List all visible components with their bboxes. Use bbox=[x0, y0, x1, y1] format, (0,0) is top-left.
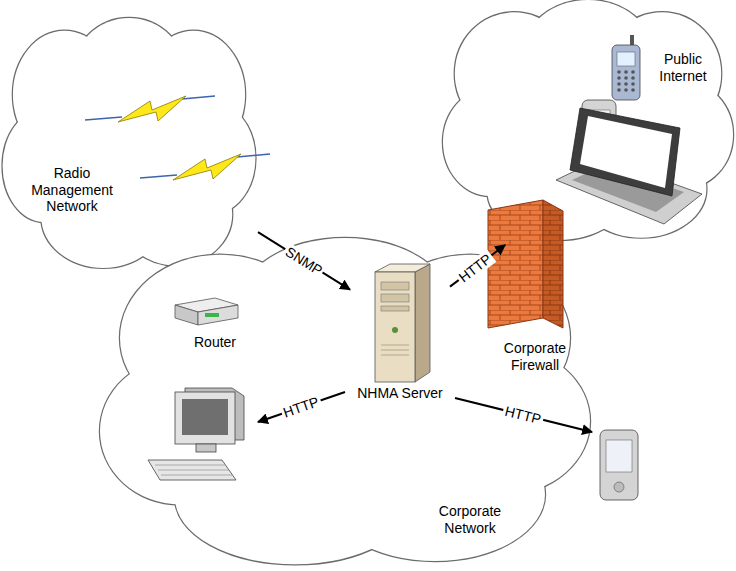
device-node: NHMA Server bbox=[350, 260, 450, 408]
node-label-holder: Router bbox=[194, 334, 236, 351]
pda-icon-part bbox=[606, 440, 632, 472]
protocol-label: HTTP bbox=[279, 393, 323, 421]
device-label: Corporate Firewall bbox=[493, 340, 577, 374]
network-label: Public Internet bbox=[651, 51, 715, 85]
pda-icon bbox=[600, 430, 638, 500]
node-label-holder: NHMA Server bbox=[357, 385, 443, 402]
network-cloud: Corporate Network RouterNHMA Server Corpor… bbox=[95, 238, 595, 571]
device-label: NHMA Server bbox=[357, 385, 443, 402]
network-cloud: Public Internet bbox=[440, 0, 736, 245]
pda-icon-part bbox=[600, 430, 638, 500]
device-label: Router bbox=[194, 334, 236, 351]
protocol-label: SNMP bbox=[281, 242, 327, 279]
network-label: Corporate Network bbox=[429, 503, 511, 537]
pda-icon-part bbox=[614, 482, 624, 492]
label-holder: HTTP bbox=[279, 393, 323, 421]
node-label-holder: Radio Management Network bbox=[22, 165, 122, 215]
device-node: Corporate Firewall bbox=[485, 190, 585, 380]
cloud-outline bbox=[95, 238, 595, 571]
node-label-holder: Public Internet bbox=[651, 51, 715, 85]
node-label-holder: Corporate Network bbox=[429, 503, 511, 537]
cloud-outline bbox=[440, 0, 736, 245]
network-cloud: Radio Management Network bbox=[0, 18, 258, 273]
device-node: Router bbox=[175, 290, 255, 357]
label-holder: HTTP bbox=[501, 402, 544, 427]
edge-label-holder: HTTP bbox=[454, 249, 496, 286]
edge-label-holder: SNMP bbox=[281, 242, 327, 279]
node-label-holder: Corporate Firewall bbox=[493, 340, 577, 374]
network-label: Radio Management Network bbox=[22, 165, 122, 215]
cloud-outline bbox=[170, 305, 520, 505]
cloud-outline bbox=[0, 18, 258, 273]
protocol-label: HTTP bbox=[454, 249, 496, 286]
protocol-label: HTTP bbox=[501, 402, 544, 427]
cloud-fill bbox=[170, 305, 520, 505]
